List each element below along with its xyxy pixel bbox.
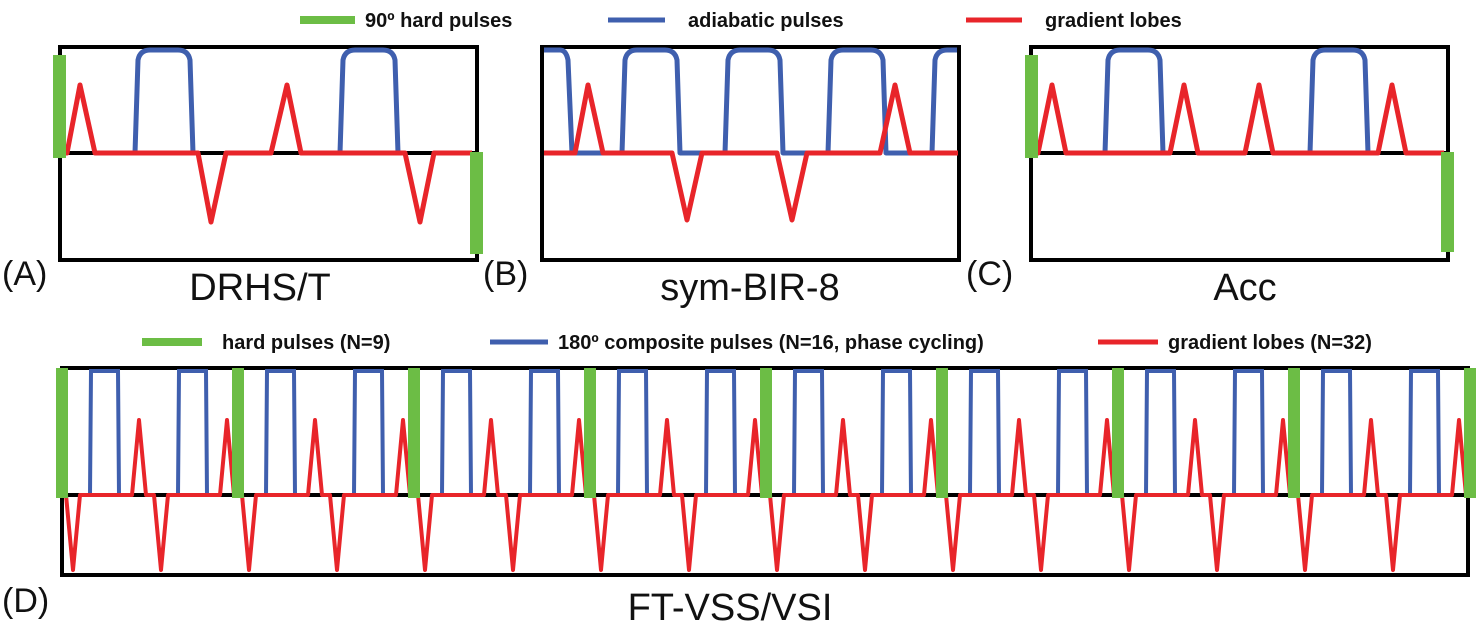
hard-pulse bbox=[232, 368, 244, 498]
legend-bottom: hard pulses (N=9) 180º composite pulses … bbox=[142, 332, 1372, 354]
panel-a-gradient-lobes bbox=[62, 82, 472, 225]
composite-pulse bbox=[792, 369, 825, 496]
composite-pulse bbox=[1320, 369, 1353, 496]
hard-pulse bbox=[56, 368, 68, 498]
panel-c-gradient-lobes bbox=[1034, 82, 1444, 156]
hard-pulse bbox=[1288, 368, 1300, 498]
composite-pulse bbox=[440, 369, 473, 496]
composite-pulse bbox=[1056, 369, 1089, 496]
composite-pulse bbox=[176, 369, 209, 496]
legend-bottom-hard-label: hard pulses (N=9) bbox=[222, 332, 390, 354]
panel-c-hard-pulse-2 bbox=[1441, 152, 1454, 252]
composite-pulse bbox=[352, 369, 385, 496]
panel-c-title: Acc bbox=[1213, 267, 1276, 309]
panel-a-hard-pulse-2 bbox=[470, 152, 483, 254]
panel-a: (A) DRHS/T bbox=[2, 45, 483, 309]
panel-a-adiabatic-pulses bbox=[132, 47, 401, 154]
panel-b-title: sym-BIR-8 bbox=[660, 267, 839, 309]
composite-pulse bbox=[1232, 369, 1265, 496]
legend-hard-pulse-label: 90º hard pulses bbox=[365, 10, 512, 32]
panel-b-adiabatic-pulses bbox=[544, 47, 957, 156]
legend-bottom-composite-label: 180º composite pulses (N=16, phase cycli… bbox=[558, 332, 984, 354]
panel-a-hard-pulse-1 bbox=[53, 55, 66, 158]
composite-pulse bbox=[1144, 369, 1177, 496]
panel-c-hard-pulse-1 bbox=[1025, 55, 1038, 158]
legend-adiabatic-label: adiabatic pulses bbox=[688, 10, 844, 32]
composite-pulse bbox=[264, 369, 297, 496]
composite-pulse bbox=[1408, 369, 1441, 496]
panel-a-letter: (A) bbox=[2, 255, 47, 293]
panel-d-hard-pulses bbox=[56, 368, 1476, 498]
hard-pulse bbox=[760, 368, 772, 498]
hard-pulse bbox=[936, 368, 948, 498]
hard-pulse bbox=[1464, 368, 1476, 498]
panel-b: (B) sym-BIR-8 bbox=[483, 45, 961, 309]
composite-pulse bbox=[88, 369, 121, 496]
panel-c: (C) Acc bbox=[966, 45, 1454, 309]
panel-b-letter: (B) bbox=[483, 255, 528, 293]
hard-pulse bbox=[584, 368, 596, 498]
composite-pulse bbox=[528, 369, 561, 496]
hard-pulse bbox=[408, 368, 420, 498]
legend-bottom-gradient-label: gradient lobes (N=32) bbox=[1168, 332, 1372, 354]
panel-c-letter: (C) bbox=[966, 255, 1013, 293]
legend-gradient-label: gradient lobes bbox=[1045, 10, 1182, 32]
legend-top: 90º hard pulses adiabatic pulses gradien… bbox=[300, 10, 1182, 32]
composite-pulse bbox=[704, 369, 737, 496]
composite-pulse bbox=[616, 369, 649, 496]
panel-d-letter: (D) bbox=[2, 582, 49, 620]
panel-d-title: FT-VSS/VSI bbox=[628, 587, 833, 629]
panel-d: (D) FT-VSS/VSI bbox=[2, 366, 1476, 629]
hard-pulse bbox=[1112, 368, 1124, 498]
panel-a-title: DRHS/T bbox=[189, 267, 330, 309]
composite-pulse bbox=[968, 369, 1001, 496]
panel-c-adiabatic-pulses bbox=[1102, 47, 1371, 154]
composite-pulse bbox=[880, 369, 913, 496]
panel-d-composite-pulses bbox=[88, 369, 1441, 496]
panel-b-gradient-lobes bbox=[544, 82, 958, 223]
panel-b-frame bbox=[540, 45, 961, 262]
